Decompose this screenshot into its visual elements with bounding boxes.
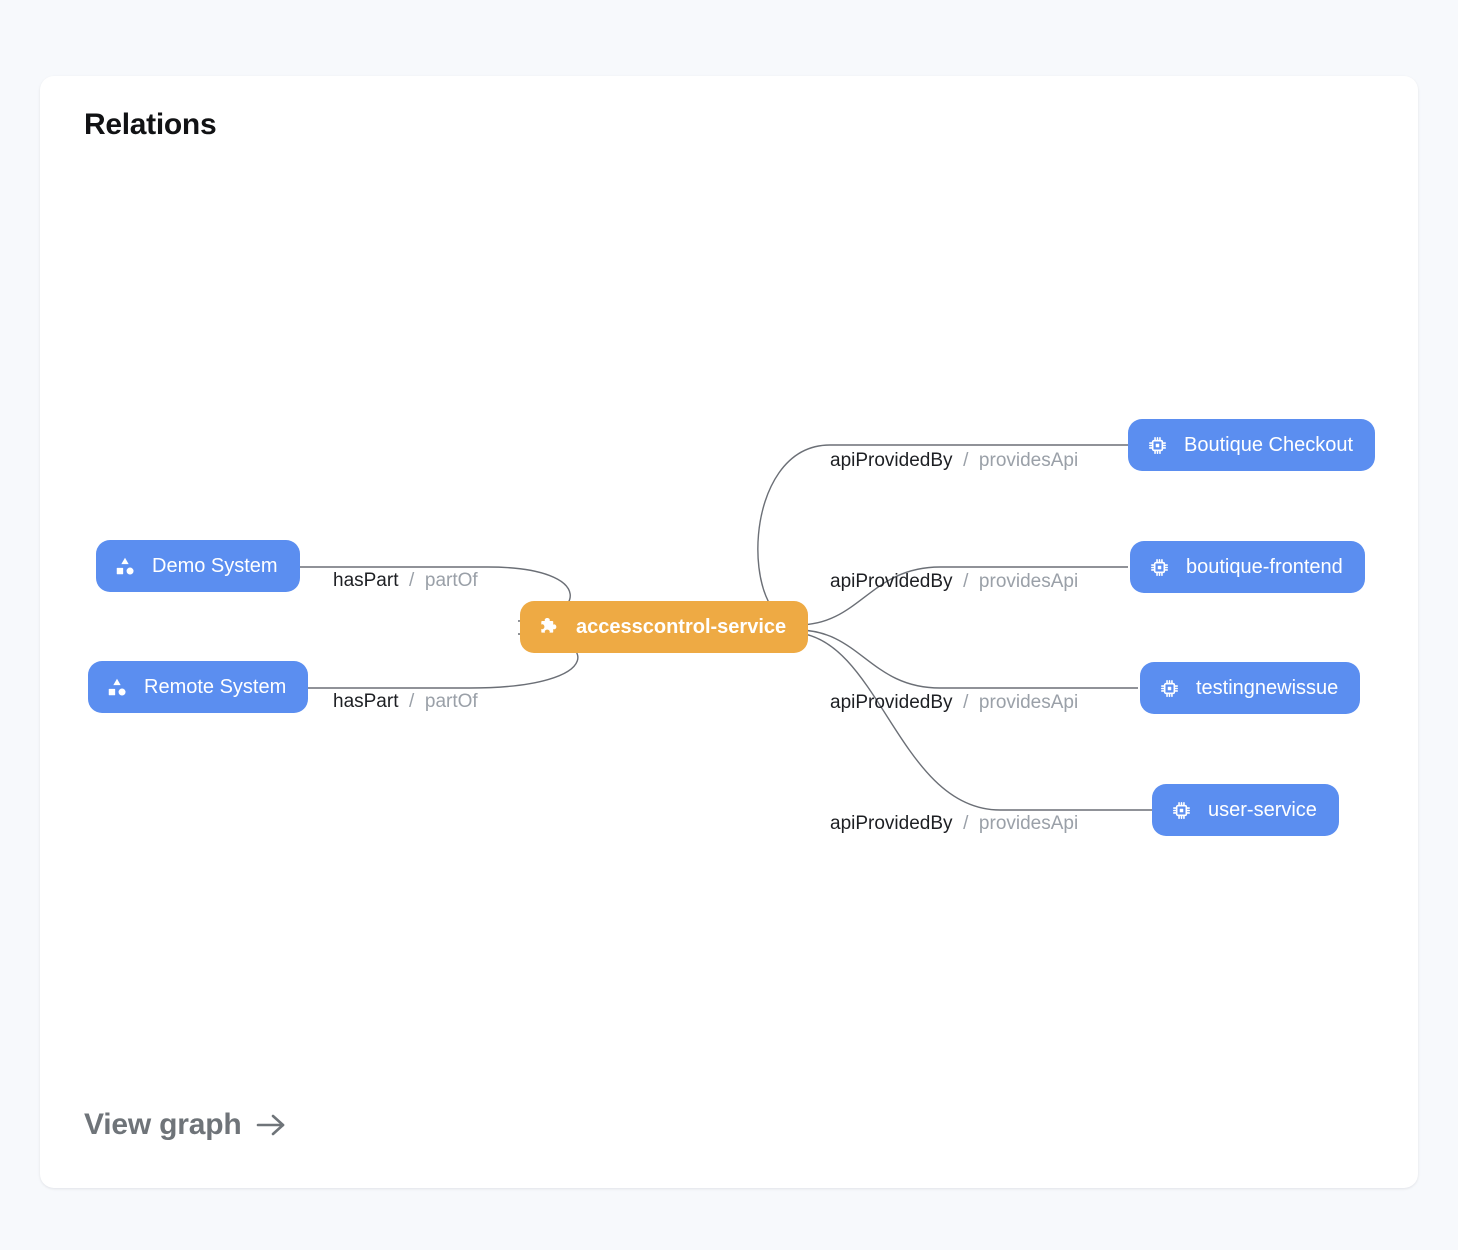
graph-node-remote-system[interactable]: Remote System [88,661,309,713]
relations-graph[interactable]: Demo System Remote System [40,76,1418,1188]
graph-node-label: accesscontrol-service [576,616,787,638]
graph-node-user-service[interactable]: user-service [1152,784,1339,836]
edge-path-user-service [797,632,1152,811]
graph-node-demo-system[interactable]: Demo System [96,540,300,592]
graph-node-label: user-service [1208,799,1317,821]
graph-node-boutique-frontend[interactable]: boutique-frontend [1130,541,1365,593]
graph-node-accesscontrol-service[interactable]: accesscontrol-service [520,601,809,653]
arrow-right-icon [254,1110,288,1140]
page-title: Relations [84,108,217,141]
system-shapes-icon [104,674,130,700]
graph-node-label: Demo System [152,555,278,577]
cpu-chip-icon [1168,797,1194,823]
cpu-chip-icon [1144,432,1170,458]
cpu-chip-icon [1156,675,1182,701]
system-shapes-icon [112,553,138,579]
puzzle-piece-icon [536,614,562,640]
graph-node-label: boutique-frontend [1186,556,1343,578]
view-graph-link[interactable]: View graph [84,1108,288,1142]
graph-node-boutique-checkout[interactable]: Boutique Checkout [1128,419,1376,471]
relations-card: Relations [40,76,1418,1188]
graph-node-testingnewissue[interactable]: testingnewissue [1140,662,1361,714]
cpu-chip-icon [1146,554,1172,580]
edge-path-testingnewissue [797,629,1138,689]
graph-node-label: Remote System [144,676,287,698]
edge-path-boutique-frontend [797,566,1128,626]
view-graph-label: View graph [84,1108,242,1141]
graph-node-label: Boutique Checkout [1184,434,1354,456]
edge-path-boutique-checkout [757,444,1128,625]
graph-node-label: testingnewissue [1196,677,1339,699]
